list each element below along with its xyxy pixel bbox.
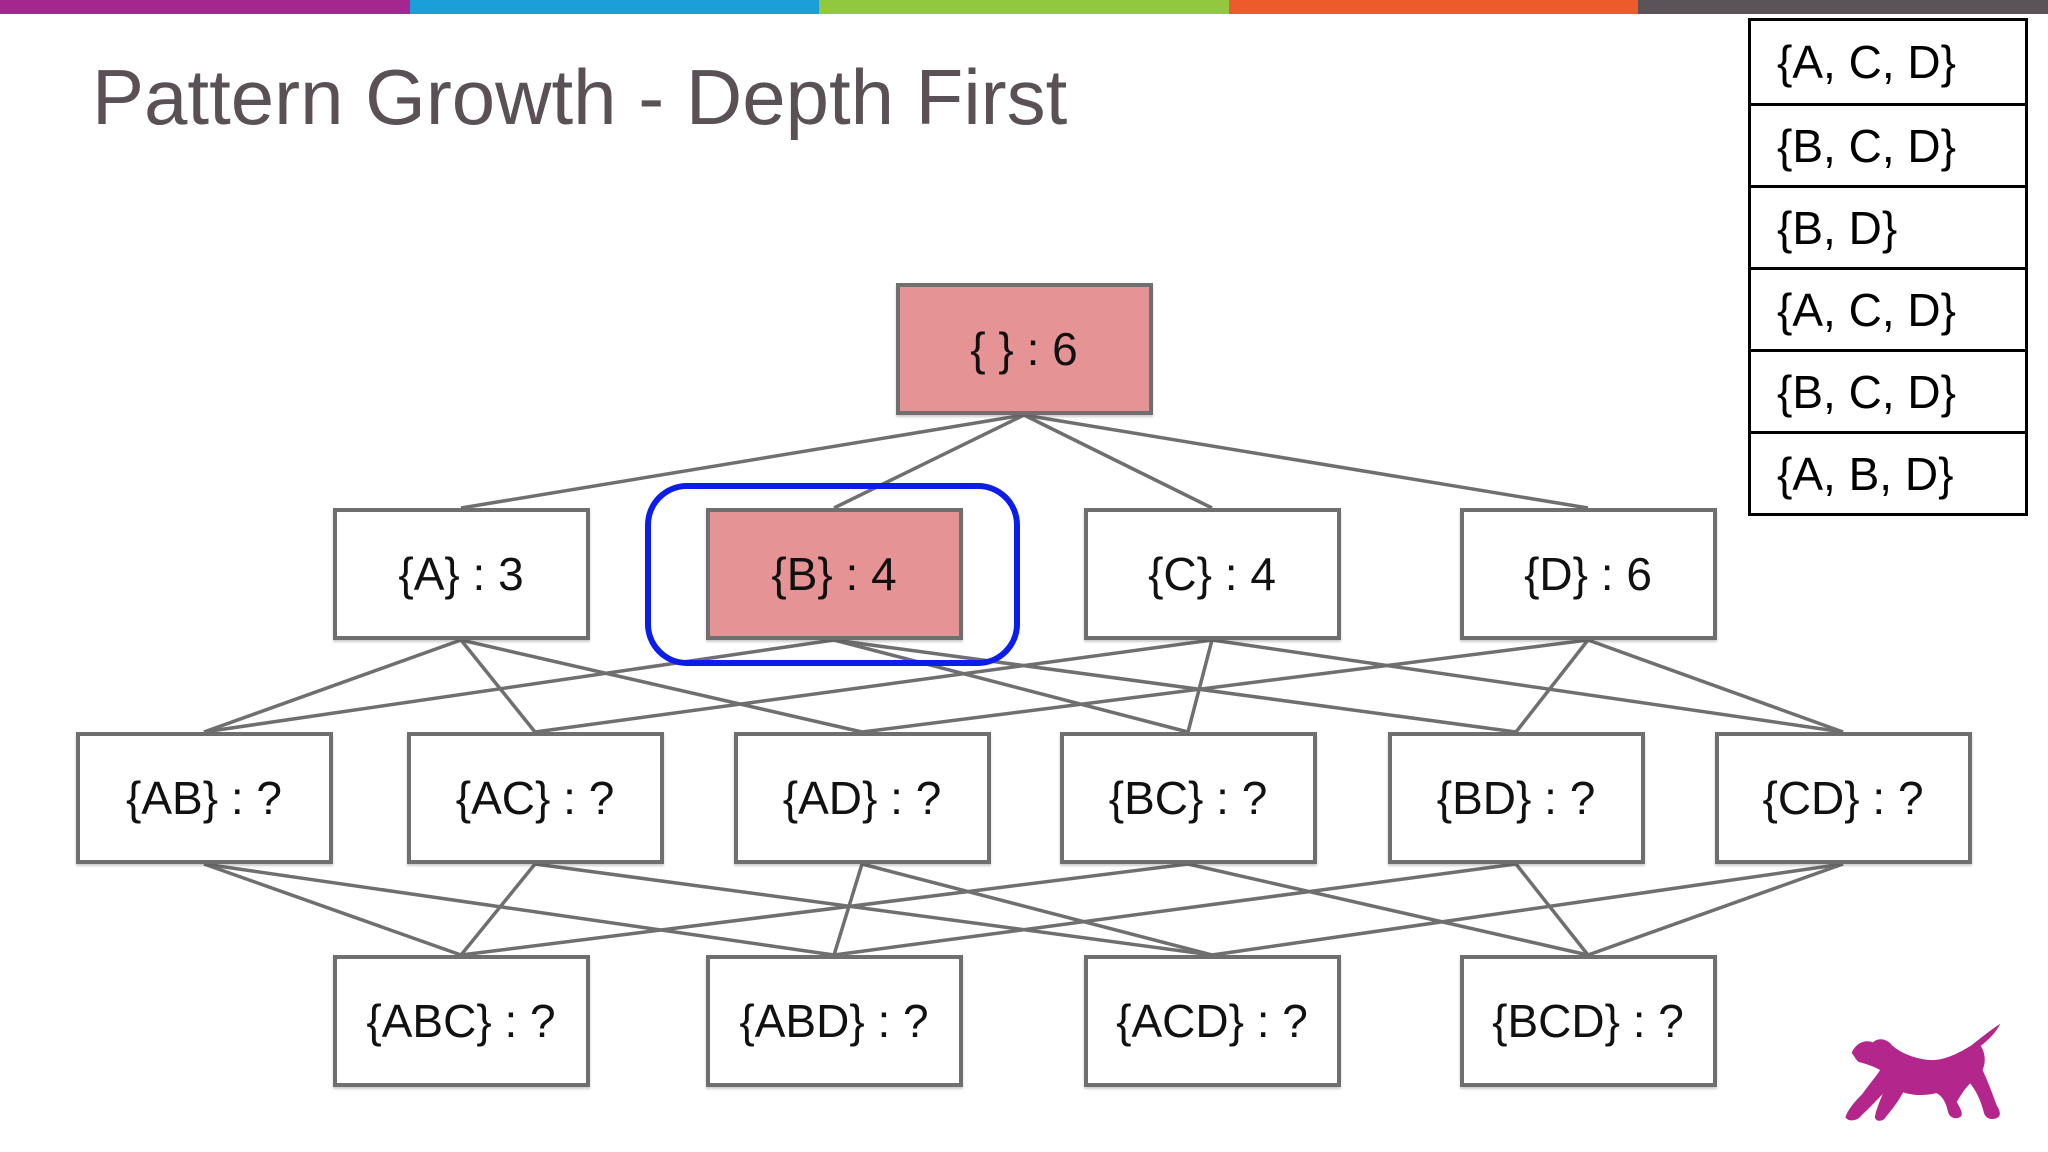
lattice-edge-D-CD: [1587, 638, 1844, 734]
lattice-edge-B-BC: [833, 638, 1189, 734]
lattice-edge-C-AC: [534, 638, 1213, 734]
lattice-edge-D-BD: [1514, 638, 1590, 734]
lattice-node-BC: {BC} : ?: [1059, 732, 1317, 864]
lattice-edge-B-AB: [203, 638, 835, 734]
lattice-node-A: {A} : 3: [332, 508, 590, 640]
lattice-edge-CD-BCD: [1587, 862, 1844, 957]
lattice-edge-A-AD: [460, 638, 863, 734]
lattice-node-AB: {AB} : ?: [75, 732, 333, 864]
lattice-edge-A-AC: [459, 638, 537, 734]
lattice-edge-A-AB: [203, 638, 462, 734]
transaction-row: {B, C, D}: [1751, 349, 2025, 431]
lattice-node-C: {C} : 4: [1083, 508, 1341, 640]
dog-silhouette: [1845, 1023, 2001, 1121]
lattice-edge-C-BC: [1186, 639, 1214, 733]
lattice-edge-root-D: [1023, 413, 1589, 510]
lattice-node-ABC: {ABC} : ?: [332, 955, 590, 1087]
lattice-node-AD: {AD} : ?: [733, 732, 991, 864]
lattice-node-BD: {BD} : ?: [1387, 732, 1645, 864]
transaction-table: {A, C, D}{B, C, D}{B, D}{A, C, D}{B, C, …: [1748, 18, 2028, 516]
accent-bar-segment-magenta: [0, 0, 410, 14]
transaction-row: {B, D}: [1751, 185, 2025, 267]
lattice-edge-C-CD: [1211, 638, 1844, 734]
lattice-edge-root-C: [1023, 413, 1213, 510]
lattice-node-BCD: {BCD} : ?: [1459, 955, 1717, 1087]
lattice-node-CD: {CD} : ?: [1714, 732, 1972, 864]
transaction-row: {A, B, D}: [1751, 431, 2025, 513]
lattice-edge-AC-ABC: [459, 862, 537, 957]
lattice-node-D: {D} : 6: [1459, 508, 1717, 640]
accent-bar-segment-green: [819, 0, 1229, 14]
accent-bar-segment-dark-gray: [1638, 0, 2048, 14]
lattice-edge-D-AD: [861, 638, 1589, 734]
lattice-node-B: {B} : 4: [705, 508, 963, 640]
transaction-row: {A, C, D}: [1777, 36, 1956, 88]
lattice-edge-CD-ACD: [1211, 862, 1844, 957]
lattice-edge-BD-ABD: [833, 862, 1517, 957]
lattice-edge-AB-ABD: [203, 862, 835, 957]
lattice-edge-BC-ABC: [460, 862, 1189, 957]
lattice-edge-AB-ABC: [203, 862, 462, 957]
lattice-node-root: { } : 6: [895, 283, 1153, 415]
lattice-node-ABD: {ABD} : ?: [705, 955, 963, 1087]
slide-title: Pattern Growth - Depth First: [92, 53, 1068, 141]
selection-ring: [644, 483, 1020, 666]
transaction-row: {B, C, D}: [1751, 103, 2025, 185]
lattice-edge-root-A: [460, 413, 1025, 510]
lattice-edge-AD-ABD: [832, 863, 864, 956]
lattice-edge-AC-ACD: [534, 862, 1213, 957]
dog-logo: [1845, 1023, 2001, 1121]
lattice-node-ACD: {ACD} : ?: [1083, 955, 1341, 1087]
lattice-edge-B-BD: [833, 638, 1517, 734]
accent-bar-segment-blue: [409, 0, 820, 14]
transaction-row: {A, C, D}: [1751, 267, 2025, 349]
top-accent-bar: [0, 0, 2048, 14]
lattice-edge-root-B: [833, 413, 1025, 510]
lattice-edge-AD-ACD: [861, 862, 1213, 957]
accent-bar-segment-orange: [1228, 0, 1639, 14]
lattice-edge-BD-BCD: [1514, 862, 1590, 957]
lattice-edge-BC-BCD: [1187, 862, 1589, 957]
lattice-node-AC: {AC} : ?: [406, 732, 664, 864]
